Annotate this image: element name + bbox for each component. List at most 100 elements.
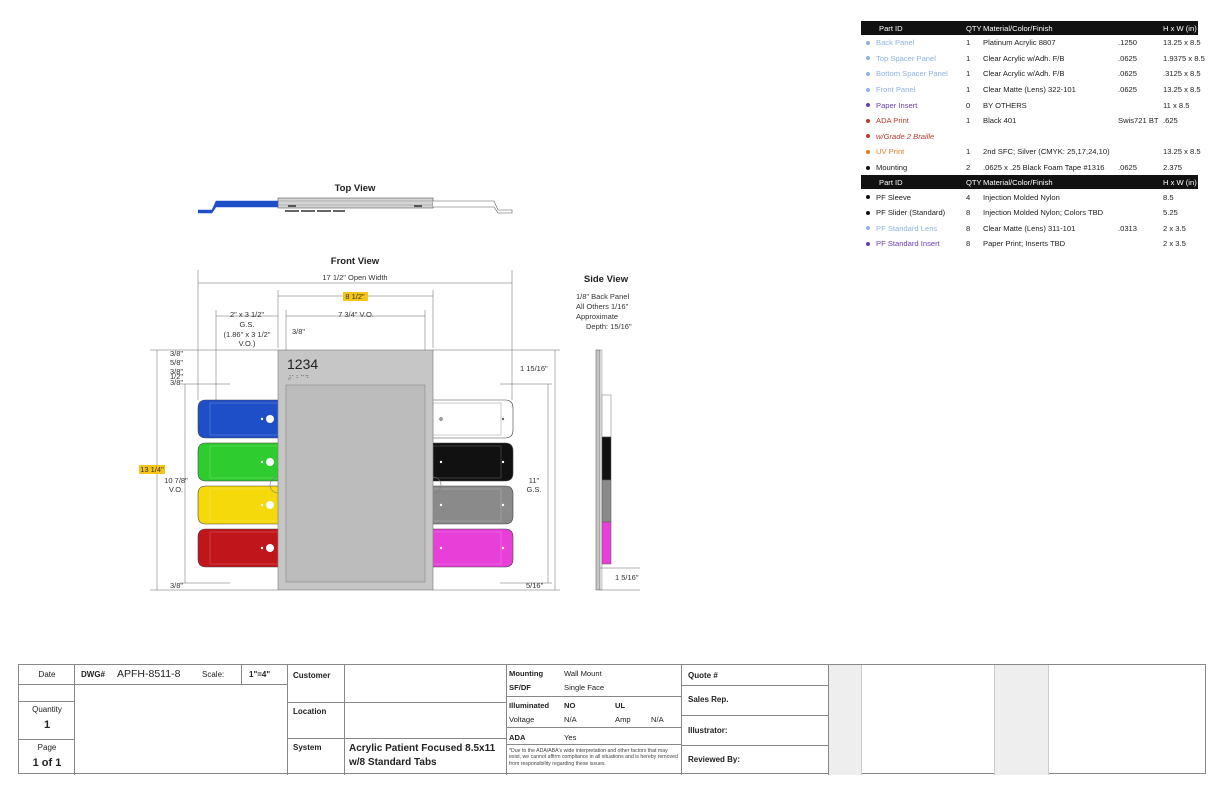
part-thk [1118, 189, 1163, 205]
part-thk [1118, 144, 1163, 160]
part-thk [1118, 205, 1163, 221]
tab-slider [430, 528, 514, 568]
part-material: Injection Molded Nylon [983, 192, 1060, 202]
part-material [983, 129, 1118, 145]
bullet-icon [866, 149, 870, 154]
dimension-lines [150, 270, 560, 591]
bullet-icon [866, 103, 870, 108]
svg-text:1/2": 1/2" [170, 372, 183, 381]
reviewed-by-label: Reviewed By: [688, 755, 741, 764]
svg-text:Approximate: Approximate [576, 312, 618, 321]
part-id: Top Spacer Panel [876, 53, 936, 63]
braille-text: ⠼⠁⠃⠉⠙ [287, 375, 309, 382]
svg-text:3/8": 3/8" [170, 349, 183, 358]
part-qty: 1 [966, 38, 971, 48]
header-cell: QTY [966, 175, 983, 190]
part-material: .0625 x .25 Black Foam Tape #1316 [983, 163, 1105, 173]
shade-column [994, 665, 1049, 775]
part-id: Front Panel [876, 85, 916, 95]
bullet-icon [866, 210, 870, 215]
amp-label: Amp [615, 715, 631, 724]
part-size: 13.25 x 8.5 [1163, 85, 1201, 95]
svg-text:3/8": 3/8" [170, 378, 183, 387]
dim-vo-1078-b: V.O. [169, 485, 183, 494]
part-size: 5.25 [1163, 208, 1178, 218]
page-value: 1 of 1 [32, 757, 62, 769]
part-qty: 8 [966, 223, 971, 233]
room-number: 1234 [287, 356, 318, 372]
part-size: .3125 x 8.5 [1163, 69, 1201, 79]
dim-38-top: 3/8" [292, 327, 305, 336]
part-qty [966, 129, 983, 145]
dim-11516: 1 15/16" [520, 364, 548, 373]
tab-slider [197, 485, 281, 525]
part-id: UV Print [876, 147, 905, 157]
header-cell: Material/Color/Finish [983, 175, 1118, 190]
sfdf-value: Single Face [564, 683, 605, 692]
part-material: Platinum Acrylic 8807 [983, 38, 1056, 48]
dwg-label: DWG# [81, 670, 105, 679]
dim-height: 13 1/4" [140, 465, 164, 474]
page-label: Page [19, 739, 75, 755]
part-size: .625 [1163, 116, 1178, 126]
system-value-2: w/8 Standard Tabs [349, 757, 437, 768]
part-qty: 0 [966, 100, 971, 110]
part-id: Mounting [876, 163, 908, 173]
part-qty: 1 [966, 147, 971, 157]
illustrator-label: Illustrator: [688, 726, 728, 735]
svg-text:5/8": 5/8" [170, 358, 183, 367]
tab-slider [197, 399, 281, 439]
quantity-label: Quantity [19, 701, 75, 717]
shade-column [829, 665, 862, 775]
system-label: System [293, 743, 322, 752]
title-block: Date Quantity 1 Page 1 of 1 DWG# APFH-85… [18, 664, 1206, 775]
header-cell [1118, 175, 1163, 190]
tab-slider [197, 528, 281, 568]
bullet-icon [866, 226, 870, 231]
part-size: 8.5 [1163, 192, 1174, 202]
part-id: PF Standard Lens [876, 223, 938, 233]
bullet-icon [866, 195, 870, 200]
dim-tab-gs-2: G.S. [239, 320, 254, 329]
scale-label: Scale: [202, 670, 225, 679]
part-material: Injection Molded Nylon; Colors TBD [983, 208, 1104, 218]
parts-row: Mounting 2 .0625 x .25 Black Foam Tape #13… [861, 160, 1198, 176]
bullet-icon [866, 71, 870, 76]
part-qty: 8 [966, 239, 971, 249]
voltage-label: Voltage [509, 715, 535, 724]
svg-text:1/8" Back Panel: 1/8" Back Panel [576, 292, 629, 301]
paper-insert [285, 384, 426, 583]
sfdf-label: SF/DF [509, 683, 531, 692]
part-qty: 1 [966, 53, 971, 63]
part-thk: .0625 [1118, 85, 1138, 95]
svg-text:3/8": 3/8" [170, 367, 183, 376]
top-view [198, 197, 513, 214]
quote-label: Quote # [688, 671, 718, 680]
mounting-value: Wall Mount [564, 669, 602, 678]
bullet-icon [866, 56, 870, 61]
date-label: Date [19, 665, 75, 685]
right-tabs [430, 399, 514, 568]
part-qty: 2 [966, 163, 971, 173]
part-size: 2 x 3.5 [1163, 239, 1186, 249]
header-cell: H x W (in) [1163, 21, 1198, 35]
ul-label: UL [615, 701, 626, 710]
dim-tab-gs-3: (1.86" x 3 1/2" [223, 330, 270, 339]
part-qty: 1 [966, 69, 971, 79]
dwg-value: APFH-8511-8 [117, 668, 181, 680]
bullet-icon [866, 134, 870, 139]
part-size: 13.25 x 8.5 [1163, 38, 1201, 48]
part-thk [1118, 236, 1163, 252]
part-material: Clear Acrylic w/Adh. F/B [983, 53, 1065, 63]
side-view [595, 349, 640, 591]
header-cell: H x W (in) [1163, 175, 1198, 190]
front-view-title: Front View [331, 256, 380, 267]
part-id: w/Grade 2 Braille [876, 131, 935, 141]
bullet-icon [866, 118, 870, 123]
part-size: 11 x 8.5 [1163, 100, 1190, 110]
